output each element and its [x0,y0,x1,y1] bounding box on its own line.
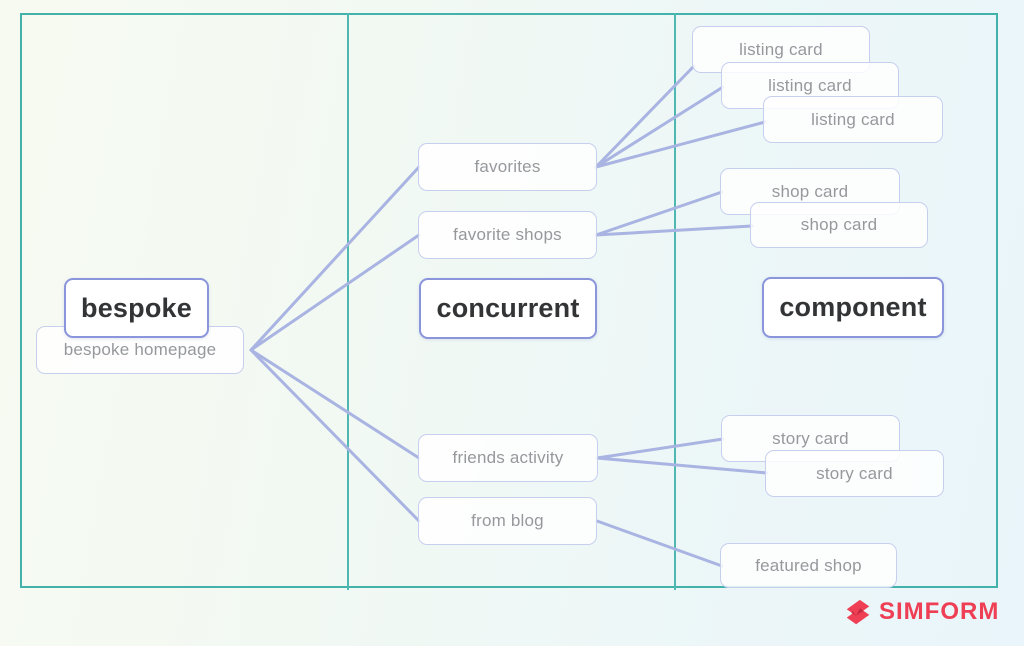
simform-logo-icon [846,599,870,625]
node-friends-activity: friends activity [418,434,598,482]
simform-logo: SIMFORM [843,595,999,629]
simform-logo-text: SIMFORM [879,598,1000,625]
connector [594,120,767,169]
connector [595,437,725,460]
column-title-concurrent: concurrent [419,278,597,339]
node-listing-card: listing card [763,96,943,143]
column-divider-1 [347,13,349,590]
column-title-component: component [762,277,944,338]
connector [594,224,754,237]
connector [249,165,421,352]
node-from-blog: from blog [418,497,597,545]
connector [594,85,725,169]
connector [249,348,421,460]
column-title-bespoke: bespoke [64,278,209,338]
node-story-card: story card [765,450,944,497]
connector [595,456,769,475]
node-shop-card: shop card [750,202,928,248]
connector [249,348,421,523]
node-favorites: favorites [418,143,597,191]
connector [594,64,696,169]
node-favorite-shops: favorite shops [418,211,597,259]
connector [249,233,421,352]
connector [594,190,724,237]
diagram-frame [20,13,998,588]
node-featured-shop: featured shop [720,543,897,588]
column-divider-2 [674,13,676,590]
connector [595,519,724,568]
